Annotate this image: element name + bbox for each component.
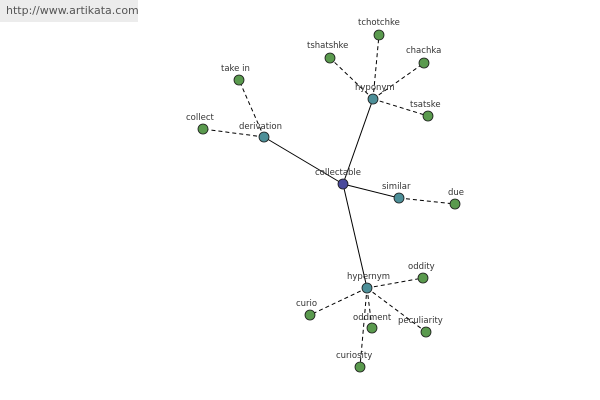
edge-similar-due <box>398 197 456 205</box>
word-label-tshatshke: tshatshke <box>307 41 348 51</box>
edge-derivation-take-in <box>238 79 265 138</box>
edge-collectable-derivation <box>263 136 344 185</box>
word-label-tchotchke: tchotchke <box>358 18 400 28</box>
center-dot-collectable[interactable] <box>337 178 349 190</box>
word-label-curiosity: curiosity <box>336 351 372 361</box>
word-dot-oddity[interactable] <box>417 272 429 284</box>
relation-label-similar: similar <box>382 182 411 192</box>
word-dot-tshatshke[interactable] <box>324 52 336 64</box>
word-dot-tchotchke[interactable] <box>373 29 385 41</box>
edge-collectable-hyponym <box>342 98 374 185</box>
watermark-url: http://www.artikata.com <box>0 0 139 22</box>
relation-label-hyponym: hyponym <box>355 83 395 93</box>
word-dot-curio[interactable] <box>304 309 316 321</box>
edge-collectable-hypernym <box>342 183 368 289</box>
edge-hypernym-oddity <box>366 277 424 289</box>
word-label-chachka: chachka <box>406 46 441 56</box>
edge-hypernym-curio <box>309 287 368 316</box>
word-node-curiosity[interactable]: curiosity <box>336 351 372 373</box>
word-node-tchotchke[interactable]: tchotchke <box>358 18 400 41</box>
word-label-curio: curio <box>296 299 317 309</box>
word-label-collect: collect <box>186 113 214 123</box>
word-node-chachka[interactable]: chachka <box>406 46 441 69</box>
edge-hyponym-chachka <box>372 62 425 100</box>
word-dot-peculiarity[interactable] <box>420 326 432 338</box>
center-label-collectable: collectable <box>315 168 361 178</box>
word-label-oddment: oddment <box>353 313 392 323</box>
nodes-layer: tchotchke tshatshke chachka tsatske take in c… <box>186 18 464 373</box>
word-node-take-in[interactable]: take in <box>221 64 250 86</box>
relation-dot-derivation[interactable] <box>258 131 270 143</box>
word-dot-curiosity[interactable] <box>354 361 366 373</box>
edge-derivation-collect <box>202 128 265 138</box>
relation-dot-similar[interactable] <box>393 192 405 204</box>
word-node-due[interactable]: due <box>448 188 464 210</box>
word-dot-tsatske[interactable] <box>422 110 434 122</box>
word-label-oddity: oddity <box>408 262 435 272</box>
edge-collectable-similar <box>342 183 400 199</box>
word-dot-take-in[interactable] <box>233 74 245 86</box>
word-dot-due[interactable] <box>449 198 461 210</box>
word-node-oddity[interactable]: oddity <box>408 262 435 284</box>
edge-hypernym-curiosity <box>359 287 368 368</box>
relation-label-derivation: derivation <box>239 122 282 132</box>
relation-node-hyponym[interactable]: hyponym <box>355 83 395 105</box>
word-dot-chachka[interactable] <box>418 57 430 69</box>
word-label-tsatske: tsatske <box>410 100 441 110</box>
word-node-peculiarity[interactable]: peculiarity <box>398 316 443 338</box>
word-node-collect[interactable]: collect <box>186 113 214 135</box>
edge-hypernym-peculiarity <box>366 287 427 333</box>
relation-label-hypernym: hypernym <box>347 272 390 282</box>
edges-layer <box>202 34 456 368</box>
word-node-tshatshke[interactable]: tshatshke <box>307 41 348 64</box>
word-label-take-in: take in <box>221 64 250 74</box>
word-label-peculiarity: peculiarity <box>398 316 443 326</box>
relation-node-derivation[interactable]: derivation <box>239 122 282 143</box>
word-node-tsatske[interactable]: tsatske <box>410 100 441 122</box>
edge-hyponym-tshatshke <box>329 57 374 100</box>
edge-hyponym-tsatske <box>372 98 429 117</box>
relation-node-similar[interactable]: similar <box>382 182 411 204</box>
edge-hyponym-tchotchke <box>372 34 380 100</box>
word-node-curio[interactable]: curio <box>296 299 317 321</box>
center-node-collectable[interactable]: collectable <box>315 168 361 190</box>
word-label-due: due <box>448 188 464 198</box>
word-dot-collect[interactable] <box>197 123 209 135</box>
word-node-oddment[interactable]: oddment <box>353 313 392 334</box>
relation-dot-hypernym[interactable] <box>361 282 373 294</box>
relation-node-hypernym[interactable]: hypernym <box>347 272 390 294</box>
word-dot-oddment[interactable] <box>366 322 378 334</box>
relation-dot-hyponym[interactable] <box>367 93 379 105</box>
